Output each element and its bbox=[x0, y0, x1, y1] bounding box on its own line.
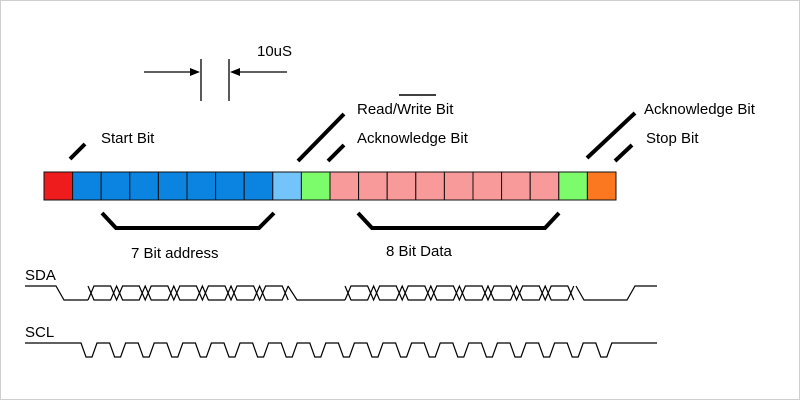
start-bit-label: Start Bit bbox=[101, 130, 155, 147]
arrowhead-left-icon bbox=[230, 68, 240, 76]
arrowhead-right-icon bbox=[190, 68, 200, 76]
acknowledge-pointer-1 bbox=[326, 143, 346, 163]
sda-signal-label: SDA bbox=[25, 267, 56, 284]
bit-cell-address bbox=[186, 171, 217, 201]
bit-cell-address bbox=[100, 171, 131, 201]
data-label: 8 Bit Data bbox=[386, 243, 453, 260]
bit-cell-acknowledge bbox=[558, 171, 588, 201]
address-label: 7 Bit address bbox=[131, 245, 219, 262]
bit-cell-data bbox=[472, 171, 503, 201]
bit-cell-data bbox=[501, 171, 531, 201]
bit-cell-start bbox=[43, 171, 74, 201]
acknowledge-bit-label-1: Acknowledge Bit bbox=[357, 130, 469, 147]
bit-cell-read-write bbox=[272, 171, 302, 201]
bit-cell-data bbox=[358, 171, 388, 201]
bit-cell-address bbox=[157, 171, 188, 201]
timing-label: 10uS bbox=[257, 43, 292, 60]
read-write-pointer bbox=[296, 112, 346, 163]
scl-waveform bbox=[25, 342, 657, 358]
stop-bit-pointer bbox=[613, 143, 634, 163]
bit-cell-address bbox=[243, 171, 274, 201]
bit-cell-address bbox=[215, 171, 245, 201]
scl-signal-label: SCL bbox=[25, 324, 54, 341]
bit-cell-data bbox=[386, 171, 417, 201]
data-bracket bbox=[356, 211, 561, 230]
bit-cell-data bbox=[529, 171, 560, 201]
read-write-bit-label: Read/Write Bit bbox=[357, 101, 454, 118]
acknowledge-pointer-2 bbox=[585, 111, 637, 160]
bit-cell-acknowledge bbox=[300, 171, 331, 201]
label-pointers bbox=[68, 111, 637, 163]
timing-marker: 10uS bbox=[144, 43, 292, 101]
bit-cell-data bbox=[415, 171, 445, 201]
address-bracket bbox=[100, 211, 276, 230]
start-bit-pointer bbox=[68, 142, 87, 161]
bit-cell-data bbox=[329, 171, 360, 201]
acknowledge-bit-label-2: Acknowledge Bit bbox=[644, 101, 756, 118]
bit-cell-address bbox=[72, 171, 102, 201]
bit-cell-data bbox=[443, 171, 474, 201]
stop-bit-label: Stop Bit bbox=[646, 130, 699, 147]
bit-cell-stop bbox=[586, 171, 617, 201]
bit-frame bbox=[43, 171, 617, 201]
sda-waveform bbox=[25, 284, 657, 302]
bit-cell-address bbox=[129, 171, 159, 201]
